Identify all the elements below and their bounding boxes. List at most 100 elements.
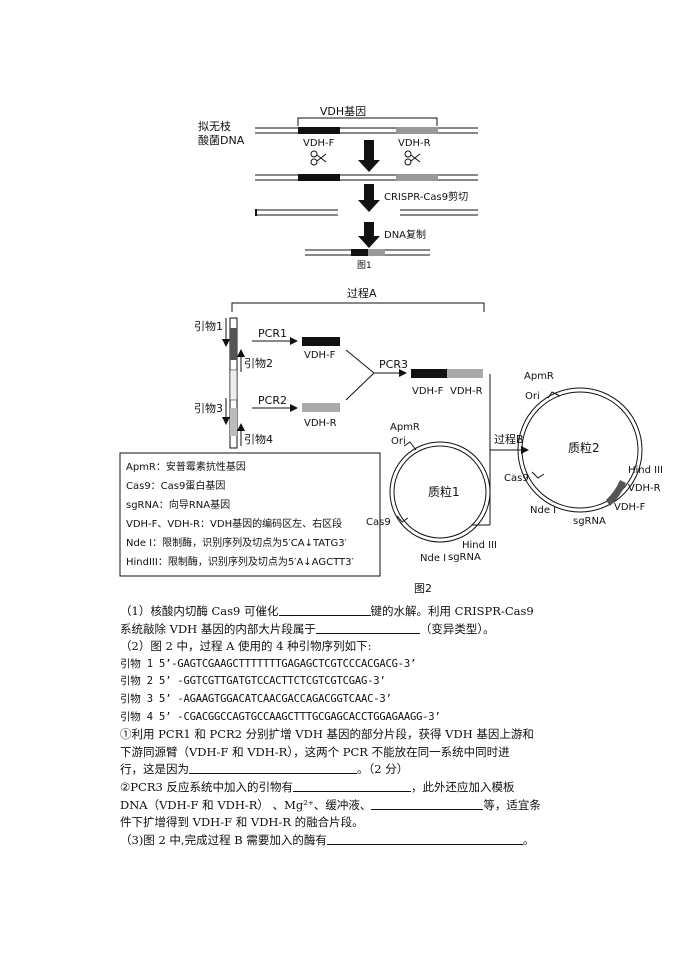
primer-sequence: 引物 3 5’ -AGAAGTGGACATCAACGACCAGACGGTCAAC… [120,692,392,705]
legend-line: HindIII：限制酶，识别序列及切点为5′A↓AGCTT3′ [126,555,354,568]
primer-sequence: 引物 4 5’ -CGACGGCCAGTGCCAAGCTTTGCGAGCACCT… [120,710,441,723]
dna-label-line2: 酸菌DNA [198,133,245,147]
template-vdh-f-region [230,328,237,360]
primer-4-label: 引物4 [244,432,273,446]
legend-line: Cas9：Cas9蛋白基因 [126,479,225,492]
figure-2: 过程A 引物1 引物2 引物3 引物4 PCR1 VDH-F PCR2 VDH-… [119,287,663,595]
plasmid-2: 质粒2 ApmR Ori Cas9 Nde I sgRNA Hind III V… [504,371,663,527]
q2-1-text: 。（2 分） [357,762,409,777]
q2-1-text: 行，这是因为 [120,762,189,777]
process-a-label: 过程A [347,287,377,300]
legend-line: sgRNA：向导RNA基因 [126,498,230,511]
question-1-line-2: 系统敲除 VDH 基因的内部大片段属于 （变异类型）。 [120,621,580,639]
gene-bracket [297,117,438,126]
answer-blank[interactable] [292,779,411,792]
plasmid-1: 质粒1 ApmR Ori Cas9 Nde I sgRNA Hind III [366,422,497,564]
scissors-icon-right [404,150,421,166]
plasmid-1-cas9: Cas9 [366,517,391,528]
plasmid-1-apmr: ApmR [390,422,420,433]
question-1-line-1: （1）核酸内切酶 Cas9 可催化 键的水解。利用 CRISPR-Cas9 [120,603,580,621]
question-2-1-line-1: ①利用 PCR1 和 PCR2 分别扩增 VDH 基因的部分片段，获得 VDH … [120,727,534,742]
primer-2-label: 引物2 [244,356,273,370]
figure-2-caption: 图2 [414,582,432,595]
primer-3-label: 引物3 [194,401,223,415]
plasmid-2-apmr: ApmR [524,371,554,382]
plasmid-2-hindiii: Hind III [628,465,663,476]
vdh-r-product-label: VDH-R [304,418,337,429]
answer-blank[interactable] [278,603,371,616]
apmr-marker [403,441,417,451]
plasmid-1-label: 质粒1 [428,484,460,499]
plasmid-1-hindiii: Hind III [462,540,497,551]
q2-2-text: ，此外还应加入模板 [410,779,515,794]
plasmid-2-sgrna: sgRNA [573,516,606,527]
question-2-2-line-3: 件下扩增得到 VDH-F 和 VDH-R 的融合片段。 [120,815,364,830]
plasmid-2-vdh-region [606,480,626,506]
fused-vdh-f [411,369,447,378]
pcr3-merge-lines [345,349,375,401]
vdh-f-segment [298,127,340,134]
figure-1-caption: 图1 [357,260,372,271]
question-2-1-line-2: 下游同源臂（VDH-F 和 VDH-R），这两个 PCR 不能放在同一系统中同时… [120,744,510,759]
q1-text: （1）核酸内切酶 Cas9 可催化 [120,604,279,618]
vdh-r-joined [368,249,385,256]
process-b-label: 过程B [494,433,524,446]
primer-sequence: 引物 2 5’ -GGTCGTTGATGTCCACTTCTCGTCGTCGAG-… [120,675,386,688]
answer-blank[interactable] [326,832,523,845]
plasmid-1-ndei: Nde I [420,553,446,564]
figure-area: VDH基因 拟无枝 酸菌DNA VDH-F VDH-R CRISPR-Cas9剪… [119,105,663,595]
plasmid-2-ori: Ori [525,391,540,402]
fragment-end [255,209,257,216]
pcr2-label: PCR2 [258,394,287,407]
legend-box [119,452,381,577]
down-arrow-icon [358,184,380,212]
template-vdh-r-region [230,408,237,436]
vdh-r-product [302,403,340,412]
plasmid-2-ndei: Nde I [530,505,556,516]
q3-text: 。 [522,832,535,847]
answer-blank[interactable] [315,621,420,634]
dna-replication-label: DNA复制 [384,228,426,241]
plasmid-1-sgrna: sgRNA [448,552,481,563]
questions-section: （1）核酸内切酶 Cas9 可催化 键的水解。利用 CRISPR-Cas9 系统敲… [120,603,580,849]
q1-text: 键的水解。利用 CRISPR-Cas9 [370,604,534,618]
vdh-f-joined [351,249,368,256]
vdh-f-product [302,337,340,346]
answer-blank[interactable] [371,797,484,810]
question-3: （3)图 2 中,完成过程 B 需要加入的酶有 。 [120,832,580,850]
question-2-2-line-2: DNA（VDH-F 和 VDH-R） 、Mg²⁺、缓冲液、 等，适宜条 [120,797,580,815]
vdh-r-segment [396,127,438,134]
q2-2-text: DNA（VDH-F 和 VDH-R） 、Mg²⁺、缓冲液、 [120,797,372,812]
apmr-marker [547,391,561,399]
down-arrow-icon [358,140,380,172]
q2-2-text: 等，适宜条 [483,797,541,812]
template-middle-region [229,369,238,401]
cas9-marker [396,515,409,523]
q1-text: 系统敲除 VDH 基因的内部大片段属于 [120,621,316,636]
fused-vdh-r [447,369,483,378]
vdh-f-segment-2 [298,174,340,181]
down-arrow-icon [358,222,380,248]
q3-text: （3)图 2 中,完成过程 B 需要加入的酶有 [120,832,327,847]
vdh-r-label: VDH-R [398,138,431,149]
question-2-2-line-1: ②PCR3 反应系统中加入的引物有 ，此外还应加入模板 [120,779,580,797]
fused-vdh-r-label: VDH-R [450,386,483,397]
cas9-marker [531,471,545,479]
answer-blank[interactable] [189,761,357,775]
crispr-step-label: CRISPR-Cas9剪切 [384,190,468,203]
plasmid-2-vdh-f: VDH-F [614,502,646,513]
q1-text: （变异类型）。 [419,621,495,636]
q2-2-text: ②PCR3 反应系统中加入的引物有 [120,779,293,794]
plasmid-1-ori: Ori [391,436,406,447]
vdh-r-segment-2 [396,174,438,181]
legend-line: ApmR：安普霉素抗性基因 [126,460,246,473]
pcr1-label: PCR1 [258,327,287,340]
dna-label-line1: 拟无枝 [198,119,231,133]
pcr3-label: PCR3 [379,358,408,371]
vdh-f-label: VDH-F [303,138,335,149]
primer-sequence: 引物 1 5’-GAGTCGAAGCTTTTTTTGAGAGCTCGTCCCAC… [120,657,417,670]
scissors-icon-left [310,150,327,166]
legend-line: VDH-F、VDH-R：VDH基因的编码区左、右区段 [126,517,342,530]
plasmid-2-vdh-r: VDH-R [628,483,661,494]
vdh-f-product-label: VDH-F [304,350,336,361]
